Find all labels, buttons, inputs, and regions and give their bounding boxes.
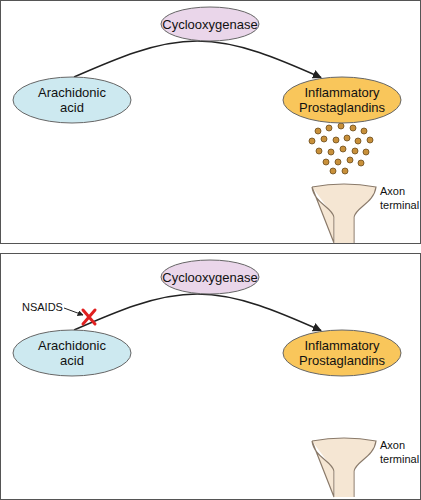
node-label: Cyclooxygenase [162,17,258,32]
node-label: Arachidonic acid [32,85,112,115]
node-label: Cyclooxygenase [162,270,258,285]
axon-terminal: Axon terminal [310,435,420,497]
leader-arrow [64,308,83,315]
part-label: Axon terminal [380,438,421,466]
process-ellipse: Inflammatory Prostaglandins [282,329,402,377]
node-label: Inflammatory Prostaglandins [294,85,390,115]
node-label: Arachidonic acid [32,338,112,368]
drug-label: NSAIDS [22,301,63,314]
prostaglandin-dots [309,123,373,174]
process-ellipse: Arachidonic acid [12,76,132,124]
axon-terminal: Axon terminal [310,181,420,243]
part-label: Axon terminal [380,184,421,212]
reaction-arrow [74,41,321,78]
process-ellipse: Cyclooxygenase [160,259,260,295]
node-label: Inflammatory Prostaglandins [294,338,390,368]
process-ellipse: Arachidonic acid [12,329,132,377]
process-ellipse: Cyclooxygenase [160,6,260,42]
panel-frame [1,1,421,244]
reaction-arrow [74,294,321,331]
process-ellipse: Inflammatory Prostaglandins [282,76,402,124]
panel-frame [1,254,421,500]
block-cross [83,310,95,324]
